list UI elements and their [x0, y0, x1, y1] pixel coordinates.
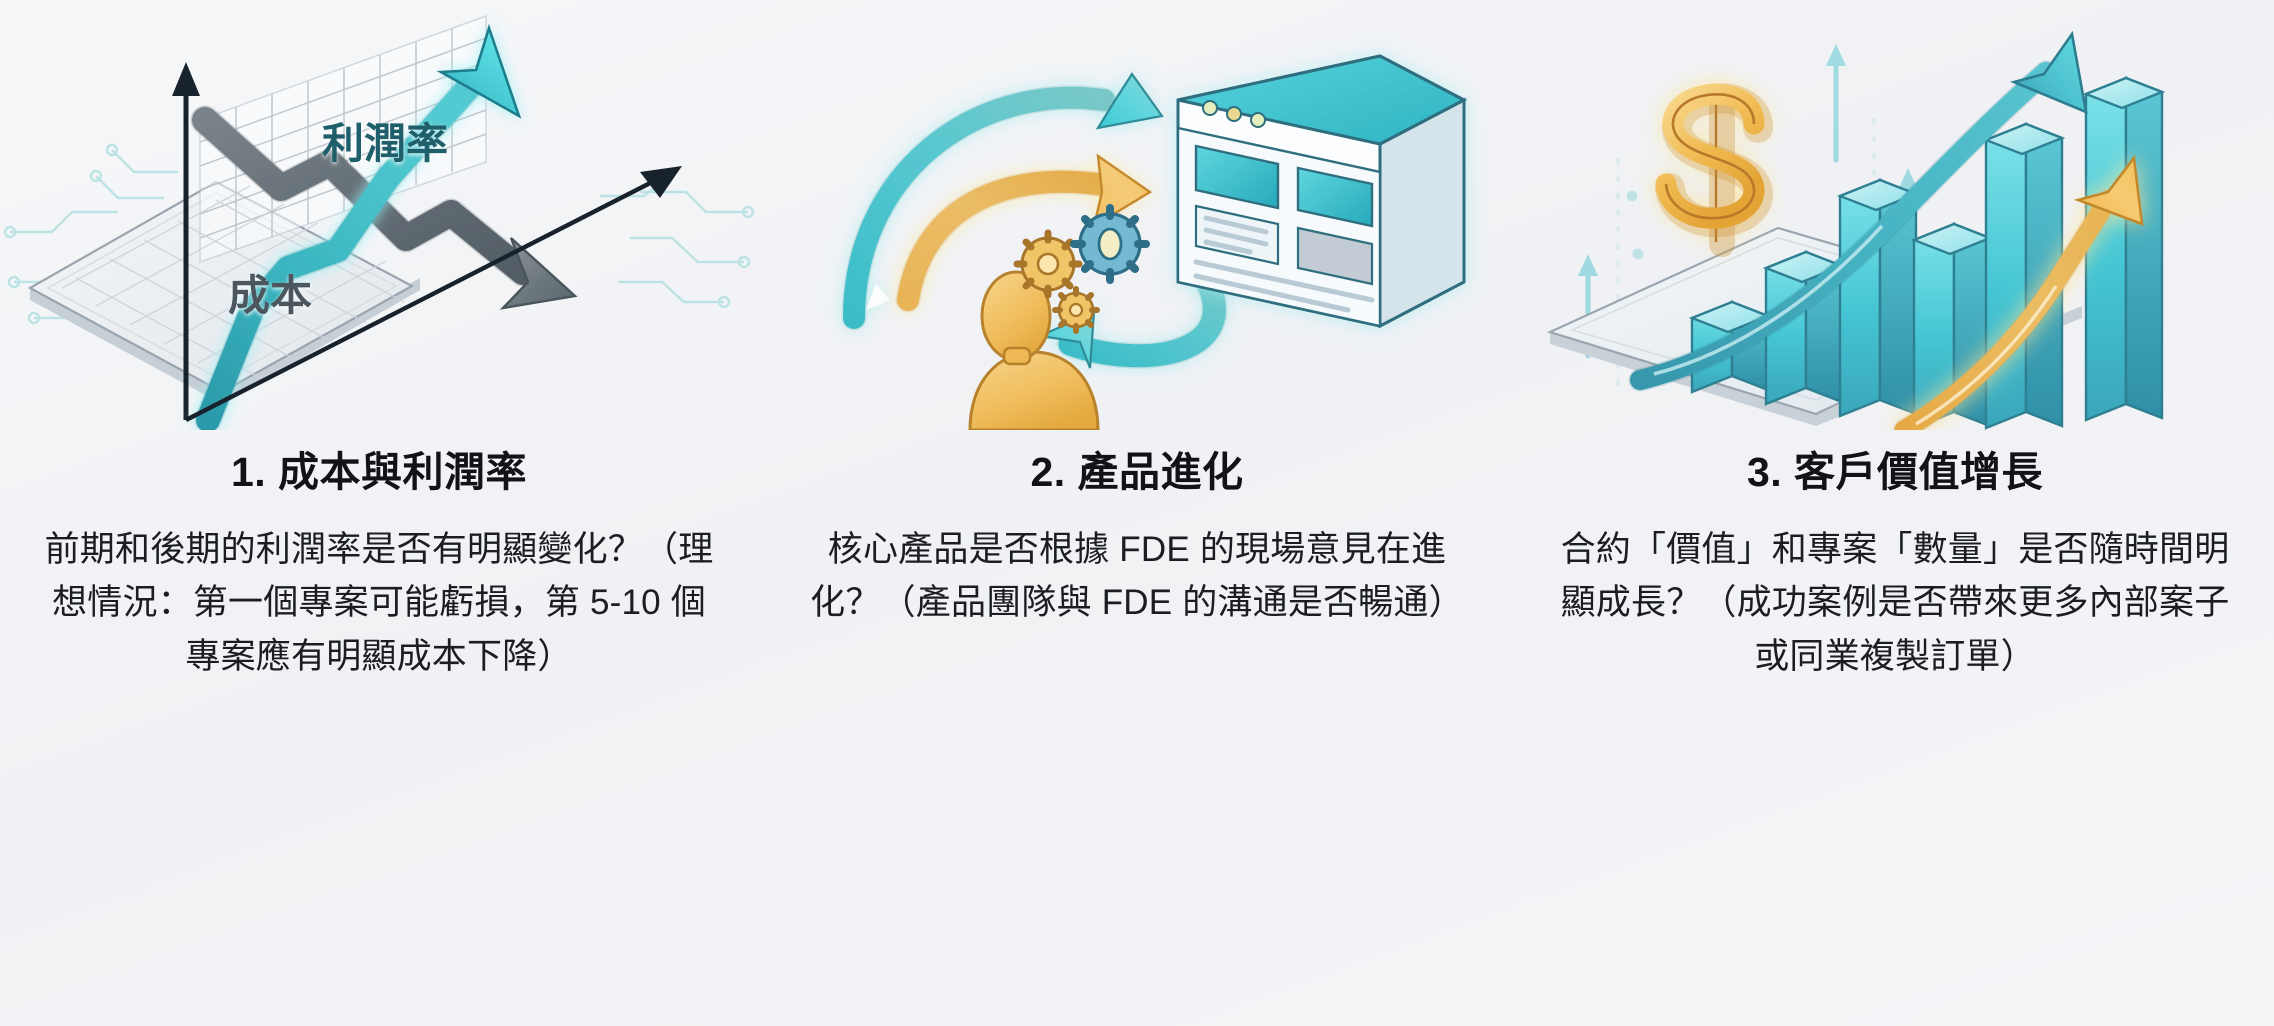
bar-item [2082, 76, 2166, 422]
card-body-3: 合約「價值」和專案「數量」是否隨時間明顯成長？（成功案例是否帶來更多內部案子或同… [1560, 530, 2230, 676]
card-body-1: 前期和後期的利潤率是否有明顯變化？（理想情況：第一個專案可能虧損，第 5-10 … [44, 530, 714, 676]
window-content-tiles [1193, 144, 1375, 313]
ambient-up-arrows-icon [1578, 44, 1918, 394]
teal-growth-arrow [1628, 30, 2088, 392]
caption-block-1: 1. 成本與利潤率 前期和後期的利潤率是否有明顯變化？（理想情況：第一個專案可能… [0, 430, 758, 683]
gear-large-gold-icon [1013, 229, 1083, 299]
card-title-2: 2. 產品進化 [1030, 449, 1244, 495]
illustration-product-evolution-feedback-loop [758, 0, 1516, 430]
vertical-axis-arrow [172, 62, 200, 420]
gold-growth-arrow [1893, 154, 2144, 430]
illustration-cost-vs-profit-margin-chart: 利潤率 成本 [0, 0, 758, 430]
teal-curved-arrow-top [841, 72, 1164, 331]
browser-window-mockup [1172, 52, 1468, 329]
card-cost-and-profit: 利潤率 成本 1. 成本與利潤率 前期和後期的利潤率是否有明顯變化？（理想情況：… [0, 0, 758, 1026]
card-title-1: 1. 成本與利潤率 [230, 449, 528, 495]
card-title-3: 3. 客戶價值增長 [1746, 449, 2044, 495]
illustration-customer-value-growth-chart [1516, 0, 2274, 430]
dollar-sign-3d-icon [1655, 83, 1773, 257]
horizontal-axis-arrow [184, 166, 682, 422]
card-body-2: 核心產品是否根據 FDE 的現場意見在進化？（產品團隊與 FDE 的溝通是否暢通… [810, 530, 1464, 623]
caption-block-3: 3. 客戶價值增長 合約「價值」和專案「數量」是否隨時間明顯成長？（成功案例是否… [1516, 430, 2274, 683]
card-customer-value-growth: 3. 客戶價值增長 合約「價值」和專案「數量」是否隨時間明顯成長？（成功案例是否… [1516, 0, 2274, 1026]
card-product-evolution: 2. 產品進化 核心產品是否根據 FDE 的現場意見在進化？（產品團隊與 FDE… [758, 0, 1516, 1026]
person-with-gears [968, 204, 1150, 430]
rising-teal-arrow [194, 23, 522, 430]
window-dots-icon [1202, 100, 1266, 128]
gear-large-blue-icon [1070, 204, 1150, 284]
gear-small-gold-icon [1052, 286, 1100, 334]
caption-block-2: 2. 產品進化 核心產品是否根據 FDE 的現場意見在進化？（產品團隊與 FDE… [758, 430, 1516, 630]
